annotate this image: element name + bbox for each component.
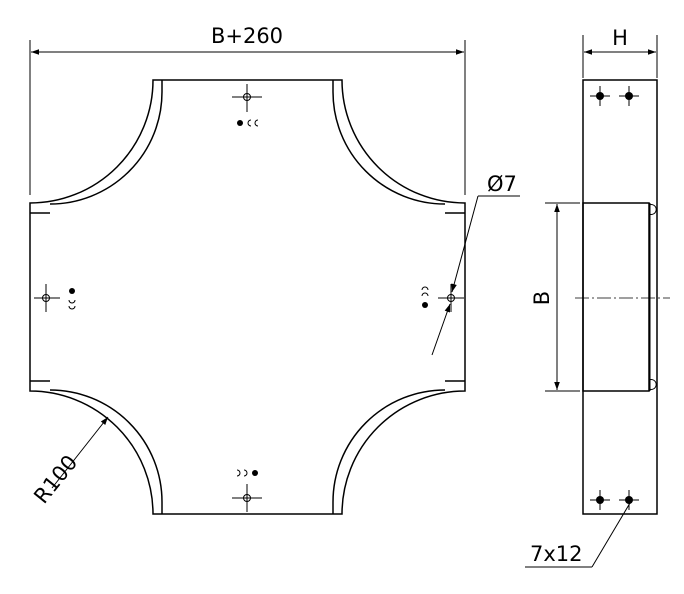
hole-left	[34, 284, 60, 312]
side-hole-bottom-2	[619, 490, 639, 510]
bolt-symbol-right	[421, 286, 429, 308]
side-hole-top-1	[590, 86, 610, 106]
side-view-inner-channel	[582, 202, 650, 392]
hole-bottom	[232, 484, 262, 512]
side-view-lip-bottom	[648, 379, 657, 390]
width-dimension-label: B+260	[211, 24, 283, 48]
hole-top	[232, 84, 262, 112]
flange-line-top-right	[332, 80, 446, 205]
slot-leader: 7x12	[525, 502, 631, 568]
flange-line-top-left	[49, 80, 163, 205]
height-dimension-label: H	[612, 26, 628, 50]
bolt-symbol-left	[68, 288, 76, 310]
radius-leader: R100	[29, 416, 109, 508]
side-b-dimension: B	[530, 202, 580, 392]
side-view: H B 7x12	[525, 26, 670, 568]
side-b-label: B	[530, 291, 554, 305]
hole-right	[438, 284, 464, 312]
side-view-lip-top	[648, 204, 657, 215]
bolt-symbol-top	[237, 119, 259, 127]
side-view-outline	[582, 79, 658, 515]
hole-diameter-leader: Ø7	[431, 172, 520, 356]
hole-diameter-label: Ø7	[487, 172, 517, 196]
flange-line-bottom-right	[332, 389, 446, 514]
slot-label: 7x12	[530, 542, 583, 566]
cross-outer-outline	[29, 79, 466, 515]
side-hole-bottom-1	[590, 490, 610, 510]
height-dimension: H	[582, 26, 658, 78]
bolt-symbol-bottom	[236, 469, 258, 477]
cross-top-view: B+260 Ø7 R100	[29, 24, 520, 515]
width-dimension: B+260	[29, 24, 466, 195]
side-hole-top-2	[619, 86, 639, 106]
flange-line-bottom-left	[49, 389, 163, 514]
